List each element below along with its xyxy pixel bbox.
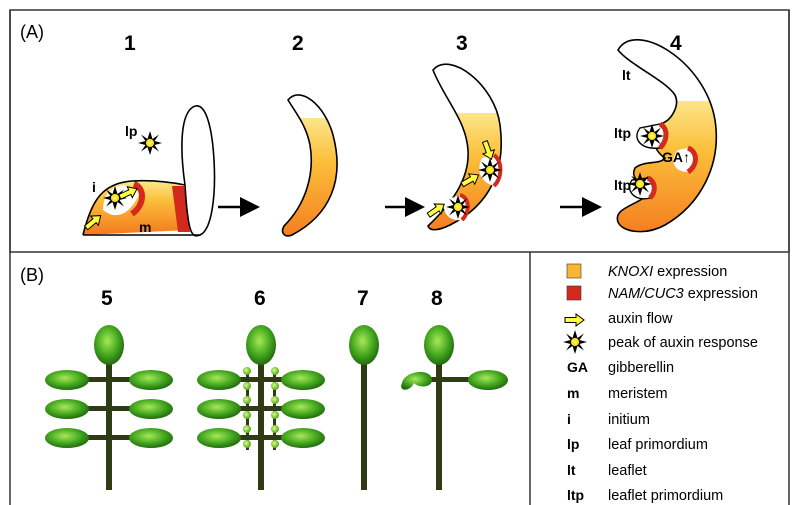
legend-auxin-flow-text: auxin flow <box>608 311 673 327</box>
stage-6-number: 6 <box>254 287 266 310</box>
label-ltp-top: ltp <box>614 125 631 141</box>
terminal-leaflet <box>94 325 124 365</box>
legend: KNOXI expression NAM/CUC3 expression aux… <box>563 264 758 504</box>
legend-key-lt: lt <box>567 462 576 478</box>
stage-8-number: 8 <box>431 287 443 310</box>
legend-text-lp: leaf primordium <box>608 437 708 453</box>
stage-4-number: 4 <box>670 32 682 55</box>
stage-1-number: 1 <box>124 32 136 55</box>
simple-leaf-7 <box>349 325 379 490</box>
stage-7-number: 7 <box>357 287 369 310</box>
legend-key-ltp: ltp <box>567 487 584 503</box>
legend-key-ga: GA <box>567 359 588 375</box>
legend-knox-text: KNOXI expression <box>608 264 727 280</box>
stage-4-leaf: lt ltp ltp GA↑ <box>600 15 730 241</box>
legend-nam-text: NAM/CUC3 expression <box>608 286 758 302</box>
legend-text-lt: leaflet <box>608 463 647 479</box>
stage-3-leaf <box>420 40 520 238</box>
auxin-peak-icon <box>563 330 587 354</box>
stage-2-number: 2 <box>292 32 304 55</box>
stage-3-number: 3 <box>456 32 468 55</box>
label-lp: lp <box>125 123 137 139</box>
stage-5-number: 5 <box>101 287 113 310</box>
auxin-flow-icon <box>565 314 584 326</box>
panel-b-label: (B) <box>20 265 44 285</box>
leaf-8 <box>401 325 508 490</box>
legend-key-i: i <box>567 411 571 427</box>
legend-text-ltp: leaflet primordium <box>608 488 723 504</box>
legend-text-ga: gibberellin <box>608 360 674 376</box>
panel-a-label: (A) <box>20 22 44 42</box>
legend-knox-swatch <box>567 264 581 278</box>
legend-auxin-peak-text: peak of auxin response <box>608 335 758 351</box>
label-ga: GA↑ <box>662 149 690 165</box>
stage-1-meristem: lp i m <box>82 106 214 236</box>
label-i: i <box>92 179 96 195</box>
legend-text-m: meristem <box>608 386 668 402</box>
legend-nam-swatch <box>567 286 581 300</box>
compound-leaf-5 <box>45 325 173 490</box>
legend-text-i: initium <box>608 412 650 428</box>
label-lt: lt <box>622 67 631 83</box>
compound-leaf-6 <box>197 325 325 490</box>
label-m: m <box>139 219 151 235</box>
legend-key-lp: lp <box>567 436 579 452</box>
stage-2-leaf <box>270 80 350 243</box>
auxin-peak-icon <box>138 131 162 155</box>
legend-key-m: m <box>567 385 579 401</box>
label-ltp-bottom: ltp <box>614 177 631 193</box>
